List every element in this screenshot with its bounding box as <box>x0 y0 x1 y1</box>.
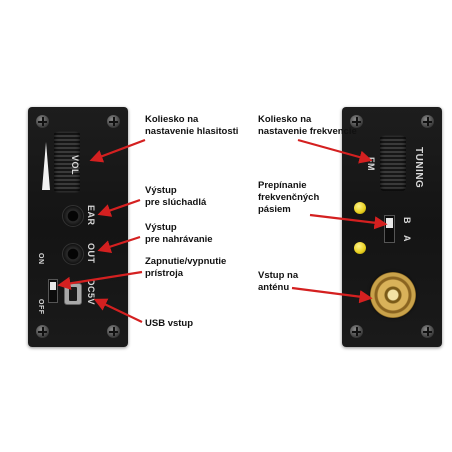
screw-icon <box>421 325 434 338</box>
label-power-line2: prístroja <box>145 268 184 279</box>
arrow-volume <box>89 138 146 163</box>
label-record-line2: pre nahrávanie <box>145 234 213 245</box>
screw-icon <box>36 325 49 338</box>
label-band-line3: pásiem <box>258 204 291 215</box>
label-headphone: Výstup pre slúchadlá <box>145 185 206 209</box>
power-switch-knob <box>50 282 56 290</box>
arrow-record <box>97 235 141 254</box>
label-power-line1: Zapnutie/vypnutie <box>145 256 227 267</box>
label-volume-wheel: Koliesko na nastavenie hlasitosti <box>145 114 238 138</box>
label-tuning-line1: Koliesko na <box>258 114 312 125</box>
screw-icon <box>107 325 120 338</box>
label-band-line2: frekvenčných <box>258 192 320 203</box>
arrow-power <box>57 270 143 290</box>
label-antenna-line1: Vstup na <box>258 270 299 281</box>
screw-icon <box>350 115 363 128</box>
record-out-jack[interactable] <box>62 243 84 265</box>
tuning-wheel[interactable] <box>380 135 406 191</box>
label-usb: USB vstup <box>145 318 194 329</box>
usb-port-slot <box>69 287 77 301</box>
label-tuning-line2: nastavenie frekvencie <box>258 126 357 137</box>
label-antenna-line2: anténu <box>258 282 290 293</box>
right-device-panel: FM TUNING A B <box>342 107 442 347</box>
screw-icon <box>107 115 120 128</box>
screw-icon <box>350 325 363 338</box>
label-headphone-line2: pre slúchadlá <box>145 197 207 208</box>
left-device-panel: VOL EAR OUT ON OFF DC5V <box>28 107 128 347</box>
sma-antenna-connector[interactable] <box>370 272 416 318</box>
label-headphone-line1: Výstup <box>145 185 177 196</box>
label-record: Výstup pre nahrávanie <box>145 222 213 246</box>
led-indicator-b <box>354 242 366 254</box>
headphone-jack[interactable] <box>62 205 84 227</box>
arrow-headphone <box>97 198 141 217</box>
led-indicator-a <box>354 202 366 214</box>
arrow-tuning <box>297 138 373 164</box>
label-band-line1: Prepínanie <box>258 180 307 191</box>
label-band: Prepínanie frekvenčných pásiem <box>258 180 319 216</box>
arrow-band <box>309 213 388 230</box>
band-switch-knob <box>386 218 393 228</box>
label-antenna: Vstup na anténu <box>258 270 298 294</box>
power-switch[interactable] <box>48 279 58 303</box>
label-power: Zapnutie/vypnutie prístroja <box>145 256 226 280</box>
screw-icon <box>36 115 49 128</box>
label-record-line1: Výstup <box>145 222 177 233</box>
arrow-usb <box>93 298 143 323</box>
arrow-antenna <box>291 286 373 304</box>
label-tuning-wheel: Koliesko na nastavenie frekvencie <box>258 114 357 138</box>
volume-wheel[interactable] <box>54 131 80 193</box>
label-volume-line1: Koliesko na <box>145 114 199 125</box>
label-volume-line2: nastavenie hlasitosti <box>145 126 239 137</box>
screw-icon <box>421 115 434 128</box>
